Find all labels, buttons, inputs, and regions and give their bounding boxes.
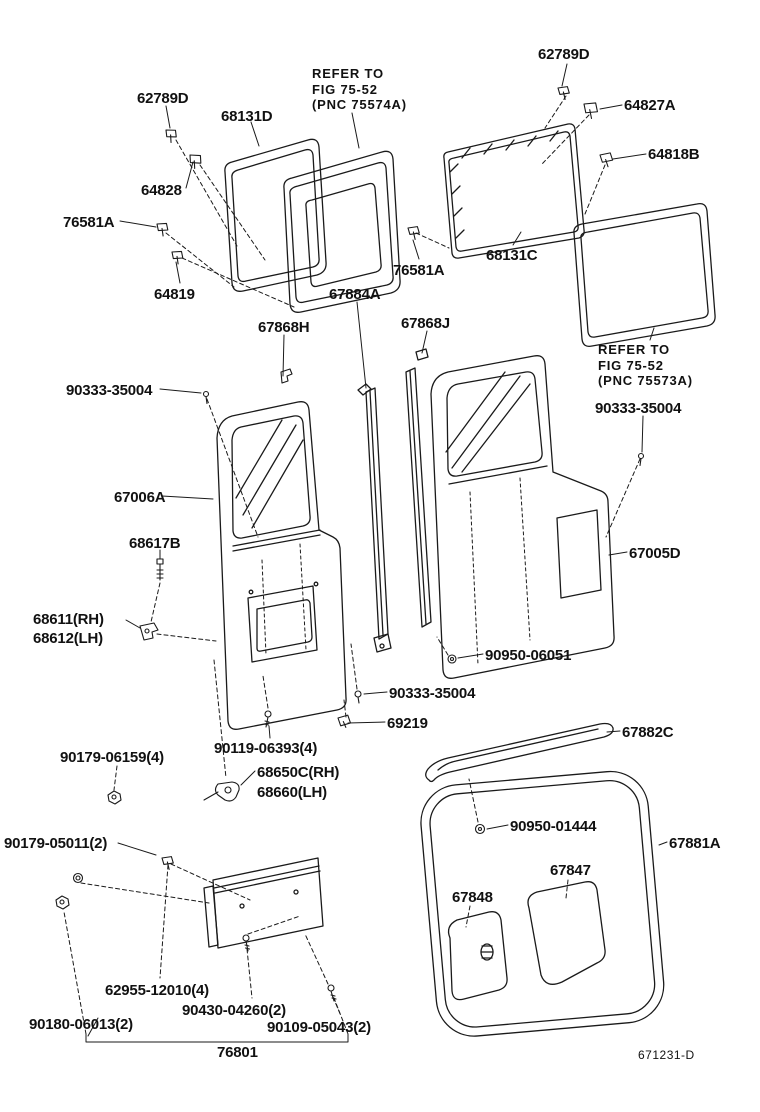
lock-68650c <box>203 781 240 802</box>
refer-note-top-line1: REFER TO <box>312 66 384 81</box>
clip-62955 <box>161 856 174 870</box>
bracket-76801 <box>203 857 324 949</box>
clip-76581a-left <box>156 222 169 237</box>
part-label-67005d: 67005D <box>629 545 681 562</box>
part-label-67868h: 67868H <box>258 319 310 336</box>
clip-69219 <box>337 714 352 728</box>
clip-62789d-top <box>557 86 570 100</box>
part-label-64818b: 64818B <box>648 146 700 163</box>
refer-note-right-line1: REFER TO <box>598 342 670 357</box>
part-label-68617b: 68617B <box>129 535 181 552</box>
part-label-90333-mid: 90333-35004 <box>389 685 476 702</box>
part-label-76581a-mid: 76581A <box>393 262 445 279</box>
window-seal-right <box>573 203 716 347</box>
part-label-90179-06159: 90179-06159(4) <box>60 749 164 766</box>
window-frame-assembly <box>283 150 401 313</box>
screw-90333-right <box>637 452 645 467</box>
window-glass-68131c <box>443 123 585 259</box>
part-label-68131c: 68131C <box>486 247 538 264</box>
screw-90333-left <box>202 390 210 405</box>
part-label-90333-left: 90333-35004 <box>66 382 153 399</box>
clip-64818b <box>599 152 614 168</box>
clip-64828 <box>189 154 202 169</box>
part-label-76801: 76801 <box>217 1044 258 1061</box>
part-label-90179-05011: 90179-05011(2) <box>4 835 108 852</box>
part-label-90950-06051: 90950-06051 <box>485 647 572 664</box>
part-label-68611: 68611(RH) <box>33 611 104 628</box>
part-label-67868j: 67868J <box>401 315 450 332</box>
part-label-90950-01444: 90950-01444 <box>510 818 597 835</box>
figure-code: 671231-D <box>638 1048 695 1062</box>
clip-76581a-mid <box>407 226 420 240</box>
part-label-90430: 90430-04260(2) <box>182 1002 286 1019</box>
part-label-62955: 62955-12010(4) <box>105 982 209 999</box>
fasteners <box>55 86 645 1002</box>
refer-note-right-line3: (PNC 75573A) <box>598 373 693 389</box>
refer-note-top-line3: (PNC 75574A) <box>312 97 407 113</box>
refer-note-top: REFER TO FIG 75-52 (PNC 75574A) <box>312 66 407 113</box>
door-panel-67006a <box>216 401 347 730</box>
part-label-62789d-top: 62789D <box>538 46 590 63</box>
clip-64819 <box>171 250 184 265</box>
part-label-67006a: 67006A <box>114 489 166 506</box>
part-label-76581a-left: 76581A <box>63 214 115 231</box>
washer-90179-05011 <box>72 872 84 884</box>
part-label-67882c: 67882C <box>622 724 674 741</box>
part-label-68612: 68612(LH) <box>33 630 103 647</box>
pillar-67868j <box>405 348 432 628</box>
screw-90430 <box>242 934 251 952</box>
part-label-90109: 90109-05043(2) <box>267 1019 371 1036</box>
weatherstrip-67882c <box>425 722 614 783</box>
grommet-90950-06051 <box>447 654 457 664</box>
part-label-67847: 67847 <box>550 862 591 879</box>
screw-90109 <box>327 984 337 1002</box>
refer-note-right-line2: FIG 75-52 <box>598 357 664 373</box>
bracket-67868h <box>280 368 293 384</box>
pad-67848 <box>447 911 508 1001</box>
hinge-68611 <box>139 622 159 641</box>
part-label-90333-right: 90333-35004 <box>595 400 682 417</box>
window-seal-68131d <box>224 138 327 292</box>
part-label-69219: 69219 <box>387 715 428 732</box>
door-seal-67881a <box>420 770 665 1037</box>
part-label-68650c: 68650C(RH) <box>257 764 340 781</box>
screw-90333-mid <box>354 690 362 704</box>
door-panel-67005d <box>430 355 615 679</box>
part-label-64819: 64819 <box>154 286 195 303</box>
clip-64827a <box>583 102 599 119</box>
pin-68617b <box>156 558 164 581</box>
leader-lines <box>85 63 668 1043</box>
part-label-68131d: 68131D <box>221 108 273 125</box>
clip-62789d-left <box>165 129 177 144</box>
pillar-67884a <box>357 383 392 653</box>
part-label-90180: 90180-06013(2) <box>29 1016 133 1033</box>
part-label-90119: 90119-06393(4) <box>214 740 318 757</box>
nut-90180 <box>55 895 70 910</box>
part-label-67848: 67848 <box>452 889 493 906</box>
part-label-67884a: 67884A <box>329 286 381 303</box>
grommet-90950-01444 <box>474 823 486 835</box>
part-label-67881a: 67881A <box>669 835 721 852</box>
nut-90179-06159 <box>107 790 122 805</box>
part-label-62789d-left: 62789D <box>137 90 189 107</box>
pad-67847 <box>527 881 606 985</box>
part-label-68660: 68660(LH) <box>257 784 327 801</box>
refer-note-right: REFER TO FIG 75-52 (PNC 75573A) <box>598 342 693 389</box>
assembly-lines-dashed <box>63 95 641 1035</box>
screw-90119 <box>263 710 272 728</box>
part-label-64827a: 64827A <box>624 97 676 114</box>
refer-note-top-line2: FIG 75-52 <box>312 81 378 97</box>
part-label-64828: 64828 <box>141 182 182 199</box>
